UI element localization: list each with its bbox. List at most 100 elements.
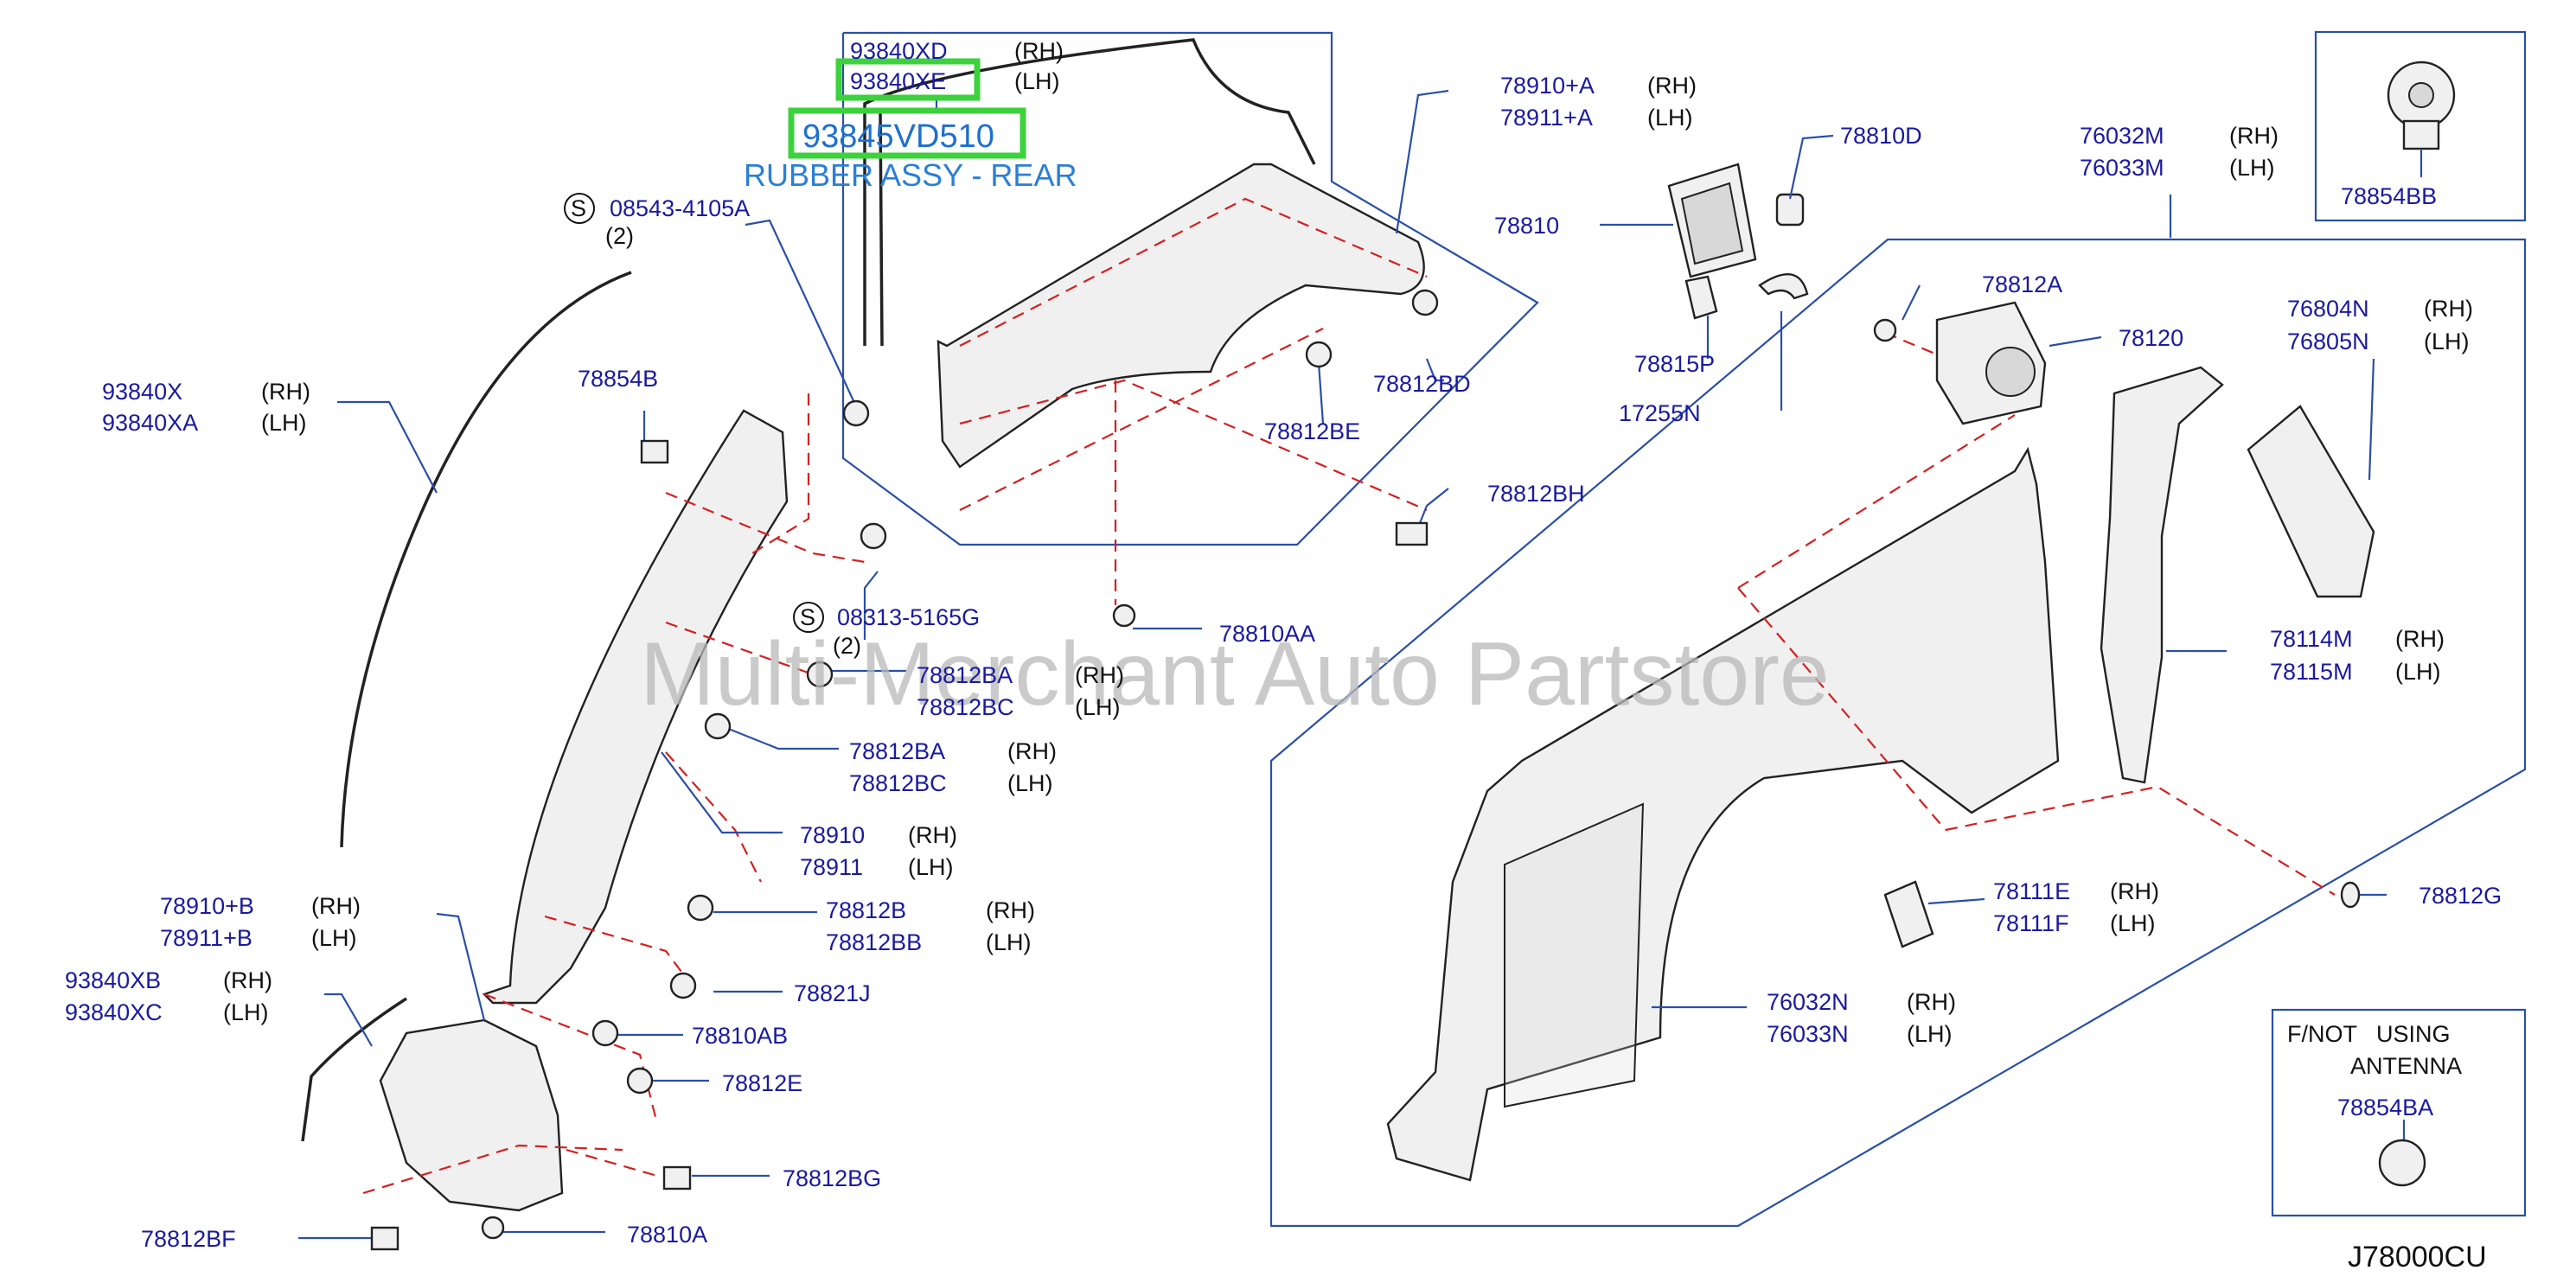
- side-qualifier: (LH): [2110, 910, 2156, 936]
- side-qualifier: (LH): [2229, 155, 2275, 181]
- side-qualifier: (RH): [986, 897, 1035, 923]
- highlight-box-93845VD510: [788, 107, 1026, 159]
- label-78810: 78810: [1494, 213, 1559, 239]
- label-78815P: 78815P: [1634, 351, 1715, 377]
- label-76032M: 76032M: [2080, 123, 2164, 149]
- side-qualifier: (2): [833, 633, 861, 659]
- part-labels[interactable]: 93840XD (RH) 93840XE (LH) 78910+A (RH) 7…: [65, 38, 2502, 1252]
- label-78812BC-lower: 78812BC: [849, 770, 947, 796]
- label-78812BC-upper: 78812BC: [917, 694, 1014, 720]
- label-78812BE: 78812BE: [1264, 418, 1360, 444]
- label-78120: 78120: [2119, 325, 2183, 351]
- label-78910: 78910: [800, 822, 865, 848]
- side-qualifier: (RH): [223, 967, 272, 993]
- weatherstrip-93840X-drawing: [340, 271, 632, 848]
- label-78821J: 78821J: [794, 980, 871, 1006]
- side-qualifier: (LH): [1075, 694, 1121, 720]
- side-qualifier: (RH): [311, 893, 361, 919]
- arch-trim-78910-drawing: [482, 409, 789, 1005]
- mud-guard-78910B-drawing: [379, 1018, 564, 1212]
- label-93840XA: 93840XA: [102, 410, 198, 436]
- label-78111F: 78111F: [1993, 910, 2069, 936]
- label-93840XD: 93840XD: [850, 38, 948, 64]
- label-78111E: 78111E: [1993, 878, 2070, 904]
- label-93840XE: 93840XE: [850, 68, 946, 94]
- label-78911A: 78911+A: [1500, 105, 1593, 131]
- side-qualifier: S: [571, 195, 586, 221]
- side-qualifier: (LH): [908, 854, 954, 880]
- highlight-box-93840XE: [835, 58, 981, 101]
- label-76032N: 76032N: [1767, 989, 1849, 1015]
- label-93840X: 93840X: [102, 379, 182, 405]
- label-78810AB: 78810AB: [692, 1023, 788, 1049]
- label-93840XC: 93840XC: [65, 999, 163, 1025]
- label-78810AA: 78810AA: [1219, 621, 1315, 647]
- label-78812G: 78812G: [2419, 883, 2502, 909]
- side-qualifier: (LH): [1014, 68, 1060, 94]
- side-panel-76032N-drawing: [1386, 446, 2060, 1182]
- side-qualifier: S: [800, 604, 815, 630]
- label-76804N: 76804N: [2287, 296, 2369, 322]
- highlight-part-number[interactable]: 93845VD510: [802, 118, 994, 155]
- side-qualifier: (RH): [1007, 738, 1057, 764]
- side-qualifier: (LH): [223, 999, 269, 1025]
- upper-trim-panel-drawing: [936, 163, 1425, 469]
- label-78810A: 78810A: [627, 1222, 707, 1248]
- highlight-part-description: RUBBER ASSY - REAR: [744, 157, 1077, 193]
- label-08543-4105A: 08543-4105A: [610, 195, 750, 221]
- label-78812A: 78812A: [1982, 271, 2062, 297]
- label-78812BB: 78812BB: [826, 929, 922, 955]
- label-78114M: 78114M: [2270, 626, 2353, 652]
- side-qualifier: (RH): [1075, 662, 1124, 688]
- assembly-lines: [362, 197, 2336, 1195]
- label-93840XB: 93840XB: [65, 967, 161, 993]
- frame-outlines: [841, 30, 2527, 1228]
- rubber-assy-rear-drawing: [863, 38, 1316, 346]
- label-78812BA-upper: 78812BA: [917, 662, 1013, 688]
- note-line-2: ANTENNA: [2350, 1053, 2462, 1079]
- label-78812BH: 78812BH: [1487, 481, 1585, 507]
- side-qualifier: (LH): [1007, 770, 1053, 796]
- note-line-1: F/NOT USING: [2287, 1021, 2451, 1047]
- watermark-text: Multi-Merchant Auto Partstore: [640, 624, 1830, 724]
- label-08313-5165G: 08313-5165G: [837, 604, 980, 630]
- side-qualifier: (RH): [2229, 123, 2279, 149]
- label-76033M: 76033M: [2080, 155, 2164, 181]
- label-78812BG: 78812BG: [783, 1165, 881, 1191]
- label-78115M: 78115M: [2270, 659, 2353, 685]
- side-qualifier: (RH): [1907, 989, 1956, 1015]
- side-qualifier: (LH): [986, 929, 1032, 955]
- label-78854BA: 78854BA: [2337, 1095, 2433, 1120]
- label-78812BF: 78812BF: [141, 1226, 236, 1252]
- label-17255N: 17255N: [1619, 400, 1701, 426]
- side-qualifier: (RH): [908, 822, 957, 848]
- side-qualifier: (RH): [2424, 296, 2473, 322]
- side-qualifier: (RH): [1647, 73, 1697, 99]
- side-qualifier: (LH): [1647, 105, 1693, 131]
- part-drawings: [301, 38, 2456, 1212]
- fasteners: [370, 289, 2426, 1251]
- label-78854BB: 78854BB: [2341, 183, 2437, 209]
- side-qualifier: (LH): [2395, 659, 2441, 685]
- label-78910A: 78910+A: [1500, 73, 1595, 99]
- label-78812BD: 78812BD: [1373, 371, 1471, 397]
- side-qualifier: (RH): [2110, 878, 2159, 904]
- side-qualifier: (LH): [2424, 329, 2470, 354]
- side-qualifier: (2): [605, 223, 634, 249]
- side-qualifier: (LH): [311, 925, 357, 951]
- label-78810D: 78810D: [1840, 123, 1922, 149]
- side-qualifier: (LH): [1907, 1021, 1953, 1047]
- label-78812B: 78812B: [826, 897, 906, 923]
- side-qualifier: (LH): [261, 410, 307, 436]
- leader-lines: [298, 89, 2423, 1240]
- diagram-code: J78000CU: [2348, 1241, 2487, 1273]
- label-76033N: 76033N: [1767, 1021, 1849, 1047]
- side-qualifier: (RH): [2395, 626, 2445, 652]
- label-78911B: 78911+B: [160, 925, 252, 951]
- side-qualifier: (RH): [1014, 38, 1064, 64]
- side-qualifier: (RH): [261, 379, 310, 405]
- label-76805N: 76805N: [2287, 329, 2369, 354]
- label-78910B: 78910+B: [160, 893, 254, 919]
- label-78911: 78911: [800, 854, 863, 880]
- label-78812E: 78812E: [722, 1070, 802, 1096]
